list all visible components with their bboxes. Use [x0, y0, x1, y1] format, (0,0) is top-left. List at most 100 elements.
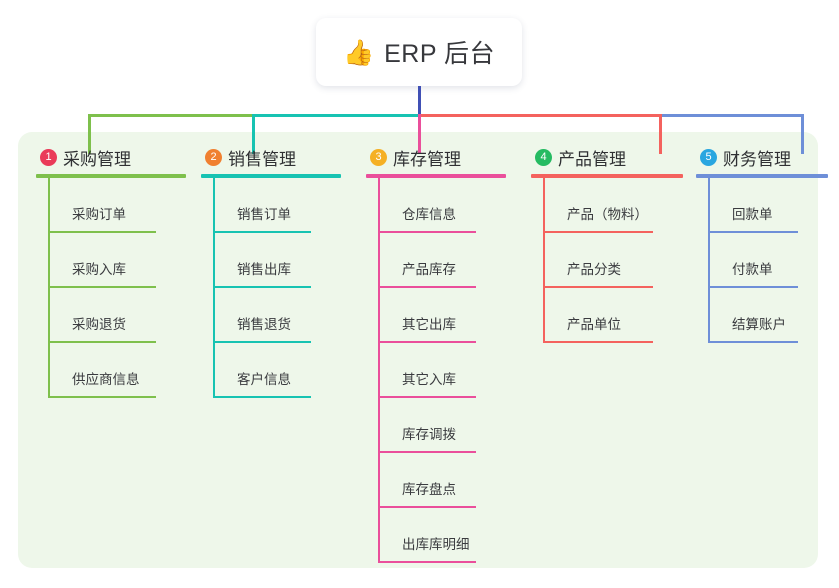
- branch-spine: [378, 178, 380, 563]
- branch-title: 销售管理: [228, 149, 296, 169]
- leaf-item[interactable]: 回款单: [708, 178, 828, 233]
- leaf-item-rule: [213, 341, 311, 343]
- leaf-item-rule: [378, 451, 476, 453]
- leaf-item-rule: [708, 341, 798, 343]
- leaf-item[interactable]: 出库库明细: [378, 508, 506, 563]
- leaf-item-rule: [48, 286, 156, 288]
- branch-number-badge: 1: [40, 148, 57, 166]
- leaf-item-rule: [48, 341, 156, 343]
- branch-number-badge: 5: [700, 148, 717, 166]
- branch-number-badge: 2: [205, 148, 222, 166]
- leaf-item-label: 采购入库: [72, 262, 126, 277]
- leaf-item[interactable]: 产品单位: [543, 288, 683, 343]
- branch-header-rule: [36, 174, 186, 178]
- leaf-item[interactable]: 客户信息: [213, 343, 341, 398]
- branch-header-rule: [696, 174, 828, 178]
- leaf-item-rule: [213, 396, 311, 398]
- thumbs-up-icon: 👍: [342, 37, 375, 67]
- branch-spine: [708, 178, 710, 343]
- leaf-item-rule: [708, 231, 798, 233]
- branch-header-rule: [201, 174, 341, 178]
- leaf-item-label: 产品库存: [402, 262, 456, 277]
- leaf-item-rule: [708, 286, 798, 288]
- leaf-item-rule: [378, 506, 476, 508]
- leaf-item-label: 出库库明细: [402, 537, 470, 552]
- leaf-item-label: 仓库信息: [402, 207, 456, 222]
- branch-bus-connector-2: [252, 114, 420, 117]
- leaf-item[interactable]: 产品分类: [543, 233, 683, 288]
- leaf-item-rule: [378, 286, 476, 288]
- branch-header-rule: [531, 174, 683, 178]
- leaf-item-rule: [378, 341, 476, 343]
- branch-bus-connector-3: [418, 114, 421, 117]
- leaf-item[interactable]: 其它入库: [378, 343, 506, 398]
- branch-item-list: 采购订单采购入库采购退货供应商信息: [48, 178, 186, 398]
- leaf-item[interactable]: 仓库信息: [378, 178, 506, 233]
- leaf-item[interactable]: 供应商信息: [48, 343, 186, 398]
- diagram-background-panel: [18, 132, 818, 568]
- branch-item-list: 产品（物料） 产品分类产品单位: [543, 178, 683, 343]
- leaf-item-rule: [48, 396, 156, 398]
- leaf-item-label: 采购退货: [72, 317, 126, 332]
- branch-column-5: 5 财务管理回款单付款单结算账户: [696, 144, 828, 343]
- branch-drop-connector-1: [88, 117, 91, 154]
- leaf-item[interactable]: 销售出库: [213, 233, 341, 288]
- leaf-item[interactable]: 产品库存: [378, 233, 506, 288]
- leaf-item-rule: [213, 231, 311, 233]
- branch-item-list: 销售订单销售出库销售退货客户信息: [213, 178, 341, 398]
- leaf-item[interactable]: 结算账户: [708, 288, 828, 343]
- branch-number-badge: 3: [370, 148, 387, 166]
- leaf-item[interactable]: 销售订单: [213, 178, 341, 233]
- leaf-item-rule: [543, 341, 653, 343]
- leaf-item-rule: [378, 231, 476, 233]
- root-node[interactable]: 👍 ERP 后台: [316, 18, 522, 86]
- branch-drop-connector-2: [252, 117, 255, 154]
- leaf-item-rule: [48, 231, 156, 233]
- leaf-item-rule: [543, 286, 653, 288]
- branch-drop-connector-5: [801, 117, 804, 154]
- leaf-item-label: 产品单位: [567, 317, 621, 332]
- branch-item-list: 仓库信息产品库存其它出库其它入库库存调拨库存盘点出库库明细: [378, 178, 506, 563]
- branch-number-badge: 4: [535, 148, 552, 166]
- leaf-item-label: 销售订单: [237, 207, 291, 222]
- branch-bus-connector-4: [418, 114, 662, 117]
- branch-drop-connector-3: [418, 117, 421, 154]
- branch-drop-connector-4: [659, 117, 662, 154]
- branch-spine: [213, 178, 215, 398]
- leaf-item-rule: [378, 561, 476, 563]
- leaf-item[interactable]: 销售退货: [213, 288, 341, 343]
- leaf-item-rule: [543, 231, 653, 233]
- leaf-item-label: 回款单: [732, 207, 773, 222]
- leaf-item[interactable]: 库存调拨: [378, 398, 506, 453]
- leaf-item-rule: [378, 396, 476, 398]
- branch-item-list: 回款单付款单结算账户: [708, 178, 828, 343]
- leaf-item[interactable]: 库存盘点: [378, 453, 506, 508]
- leaf-item[interactable]: 采购入库: [48, 233, 186, 288]
- leaf-item[interactable]: 付款单: [708, 233, 828, 288]
- leaf-item-label: 付款单: [732, 262, 773, 277]
- branch-header-5[interactable]: 5 财务管理: [696, 144, 828, 170]
- leaf-item-label: 销售退货: [237, 317, 291, 332]
- leaf-item[interactable]: 产品（物料）: [543, 178, 683, 233]
- leaf-item[interactable]: 采购订单: [48, 178, 186, 233]
- branch-title: 财务管理: [723, 149, 791, 169]
- leaf-item-label: 供应商信息: [72, 372, 140, 387]
- leaf-item[interactable]: 其它出库: [378, 288, 506, 343]
- branch-header-2[interactable]: 2 销售管理: [201, 144, 341, 170]
- leaf-item-label: 其它出库: [402, 317, 456, 332]
- branch-spine: [543, 178, 545, 343]
- leaf-item-label: 结算账户: [732, 317, 786, 332]
- leaf-item[interactable]: 采购退货: [48, 288, 186, 343]
- branch-spine: [48, 178, 50, 398]
- branch-column-2: 2 销售管理销售订单销售出库销售退货客户信息: [201, 144, 341, 398]
- leaf-item-label: 产品分类: [567, 262, 621, 277]
- root-title: ERP 后台: [384, 40, 496, 68]
- leaf-item-label: 库存盘点: [402, 482, 456, 497]
- root-stem-connector: [418, 86, 421, 116]
- leaf-item-label: 客户信息: [237, 372, 291, 387]
